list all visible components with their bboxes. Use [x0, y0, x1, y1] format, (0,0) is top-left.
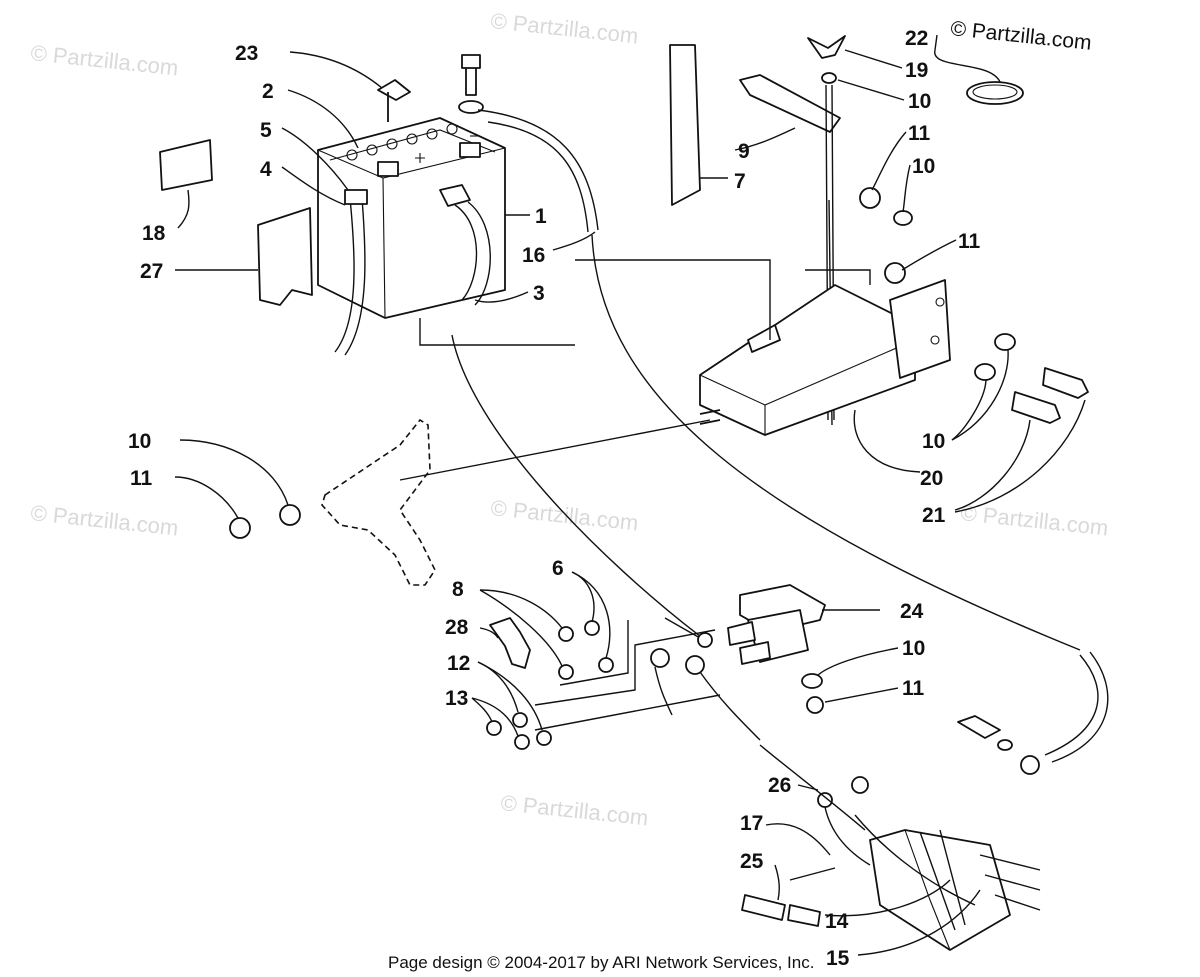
solenoid	[727, 584, 826, 665]
footer-credit: Page design © 2004-2017 by ARI Network S…	[388, 953, 814, 972]
callout-1: 1	[535, 205, 547, 228]
callout-18: 18	[142, 222, 166, 245]
callout-8: 8	[452, 578, 464, 601]
callout-4: 4	[260, 158, 272, 181]
callout-14: 14	[825, 910, 849, 933]
watermark: © Partzilla.com	[959, 500, 1109, 540]
callout-10: 10	[912, 155, 935, 178]
callout-7: 7	[734, 170, 746, 193]
starter-motor	[854, 814, 1041, 951]
callout-11: 11	[958, 230, 981, 253]
callout-26: 26	[768, 774, 791, 797]
callout-10: 10	[908, 90, 931, 113]
callout-19: 19	[905, 59, 928, 82]
battery-tray	[699, 279, 951, 436]
callout-6: 6	[552, 557, 564, 580]
callout-5: 5	[260, 119, 272, 142]
callout-22: 22	[905, 27, 928, 50]
callout-16: 16	[522, 244, 545, 267]
watermark: © Partzilla.com	[489, 8, 639, 48]
callout-9: 9	[738, 140, 750, 163]
callout-27: 27	[140, 260, 163, 283]
drawing	[159, 34, 1109, 956]
callout-3: 3	[533, 282, 545, 305]
watermark: © Partzilla.com	[29, 500, 179, 540]
callout-21: 21	[922, 504, 946, 527]
watermark: © Partzilla.com	[489, 495, 639, 535]
watermark: © Partzilla.com	[29, 40, 179, 80]
callout-25: 25	[740, 850, 764, 873]
callout-labels: 23 2 5 4 18 27 1 16 3 7 9 19 10 11 10 22…	[128, 27, 981, 970]
leader-lines	[174, 34, 1086, 956]
callout-13: 13	[445, 687, 468, 710]
callout-11: 11	[902, 677, 925, 700]
callout-20: 20	[920, 467, 943, 490]
callout-11: 11	[908, 122, 931, 145]
callout-11: 11	[130, 467, 153, 490]
watermark: © Partzilla.com	[499, 790, 649, 830]
callout-12: 12	[447, 652, 470, 675]
callout-10: 10	[922, 430, 945, 453]
callout-10: 10	[902, 637, 925, 660]
callout-2: 2	[262, 80, 274, 103]
watermark-layer: © Partzilla.com © Partzilla.com © Partzi…	[29, 8, 1109, 830]
callout-24: 24	[900, 600, 924, 623]
battery	[317, 117, 506, 319]
callout-15: 15	[826, 947, 850, 970]
callout-17: 17	[740, 812, 763, 835]
callout-10: 10	[128, 430, 151, 453]
callout-28: 28	[445, 616, 469, 639]
copyright-label: © Partzilla.com	[949, 17, 1092, 55]
callout-23: 23	[235, 42, 258, 65]
